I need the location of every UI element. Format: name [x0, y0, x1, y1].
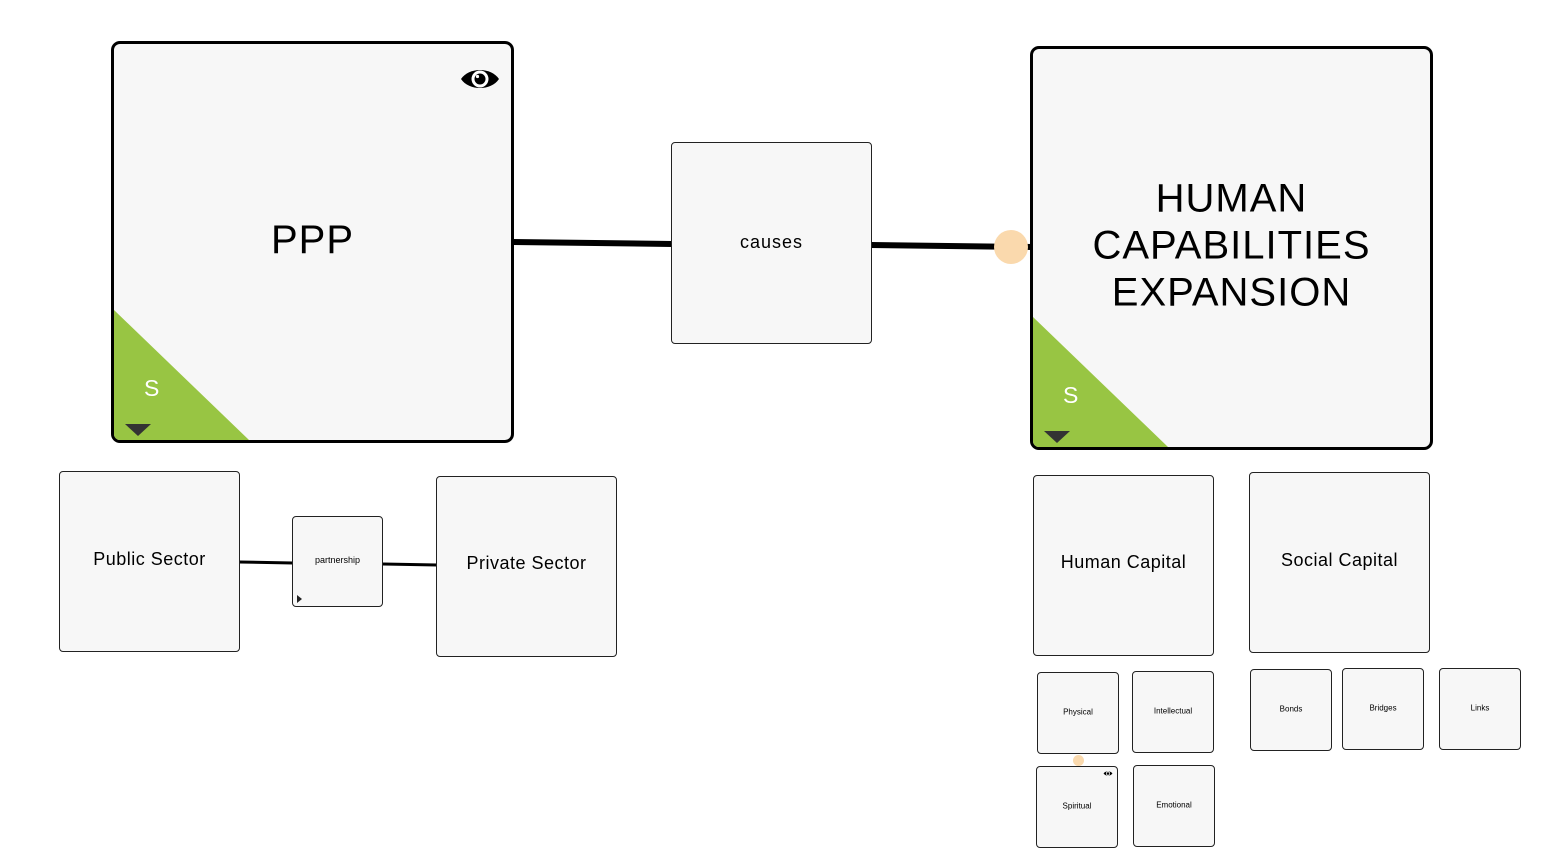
node-spiritual-label: Spiritual — [1062, 801, 1092, 811]
node-ppp-corner-tri — [114, 310, 249, 440]
caret-down-icon[interactable] — [125, 424, 151, 436]
node-ppp-label: PPP — [270, 218, 355, 262]
connector-handle-dot[interactable] — [994, 230, 1028, 264]
node-human-capital-label: Human Capital — [1060, 552, 1187, 573]
node-intellectual[interactable]: Intellectual — [1132, 671, 1214, 753]
node-hce-badge-label: S — [1063, 382, 1079, 408]
node-ppp-corner-badge[interactable]: S — [114, 310, 249, 440]
eye-icon[interactable] — [1103, 770, 1113, 777]
eye-icon[interactable] — [459, 64, 501, 94]
node-hce-label: HUMAN CAPABILITIES EXPANSION — [1092, 176, 1371, 315]
node-partnership[interactable]: partnership — [292, 516, 383, 607]
node-public-sector-label: Public Sector — [93, 549, 206, 570]
caret-down-icon[interactable] — [1044, 431, 1070, 443]
node-causes[interactable]: causes — [671, 142, 872, 344]
node-ppp[interactable]: PPP S — [111, 41, 514, 443]
node-physical[interactable]: Physical — [1037, 672, 1119, 754]
node-hce-corner-badge[interactable]: S — [1033, 317, 1168, 447]
node-links[interactable]: Links — [1439, 668, 1521, 750]
node-ppp-badge-label: S — [144, 375, 160, 401]
node-public-sector[interactable]: Public Sector — [59, 471, 240, 652]
edge-partnership-private[interactable] — [382, 562, 438, 567]
node-emotional-label: Emotional — [1156, 800, 1192, 810]
node-hce[interactable]: HUMAN CAPABILITIES EXPANSION S — [1030, 46, 1433, 450]
node-bridges-label: Bridges — [1369, 703, 1397, 713]
edge-ppp-causes[interactable] — [512, 239, 673, 247]
node-bonds[interactable]: Bonds — [1250, 669, 1332, 751]
node-private-sector-label: Private Sector — [466, 553, 587, 574]
node-causes-label: causes — [739, 232, 804, 253]
node-bonds-label: Bonds — [1279, 704, 1303, 714]
caret-right-icon[interactable] — [297, 595, 302, 603]
connector-handle-dot[interactable] — [1073, 755, 1084, 766]
edge-public-partnership[interactable] — [238, 560, 294, 565]
node-private-sector[interactable]: Private Sector — [436, 476, 617, 657]
node-intellectual-label: Intellectual — [1153, 706, 1193, 716]
node-human-capital[interactable]: Human Capital — [1033, 475, 1214, 656]
node-spiritual[interactable]: Spiritual — [1036, 766, 1118, 848]
node-hce-corner-tri — [1033, 317, 1168, 447]
node-physical-label: Physical — [1063, 707, 1093, 717]
node-social-capital-label: Social Capital — [1280, 550, 1399, 571]
node-links-label: Links — [1470, 703, 1490, 713]
node-partnership-label: partnership — [314, 555, 361, 566]
node-bridges[interactable]: Bridges — [1342, 668, 1424, 750]
node-emotional[interactable]: Emotional — [1133, 765, 1215, 847]
node-social-capital[interactable]: Social Capital — [1249, 472, 1430, 653]
